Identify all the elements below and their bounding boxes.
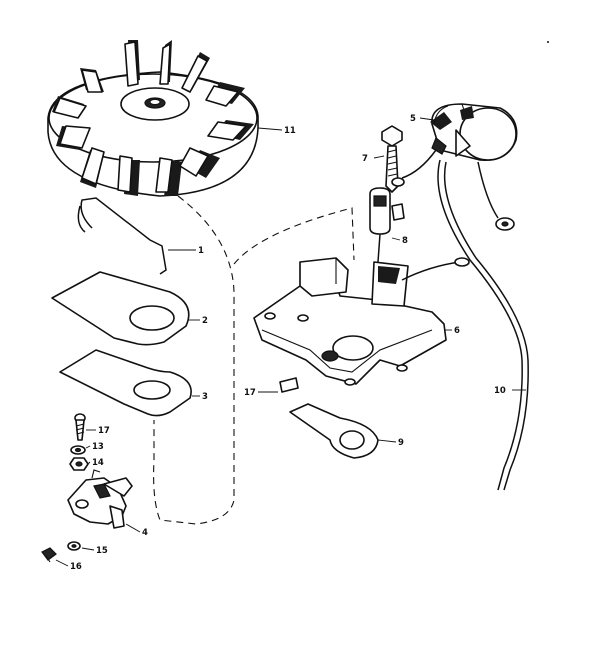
callout-1: 1 <box>198 246 204 256</box>
flywheel <box>47 40 259 197</box>
breaker-points <box>67 469 133 529</box>
plate <box>51 271 190 346</box>
callout-9: 9 <box>398 438 404 448</box>
screw-16 <box>41 547 57 563</box>
callout-13: 13 <box>92 442 104 452</box>
callout-6: 6 <box>454 326 460 336</box>
screw-7 <box>381 125 403 193</box>
insulator-plate <box>59 349 192 417</box>
key <box>279 377 299 393</box>
coil-ground-wire <box>391 149 515 231</box>
callout-7: 7 <box>362 154 368 164</box>
callout-10: 10 <box>494 386 506 396</box>
callout-5: 5 <box>410 114 416 124</box>
ignition-lead <box>437 159 529 491</box>
callout-16: 16 <box>70 562 82 572</box>
callout-2: 2 <box>202 316 208 326</box>
callout-17-right: 17 <box>244 388 256 398</box>
washer <box>70 445 86 455</box>
stator-plate <box>253 257 470 386</box>
cam-retainer <box>289 403 379 459</box>
callout-4: 4 <box>142 528 148 538</box>
callout-8-condenser: 8 <box>402 236 408 246</box>
callout-14: 14 <box>92 458 104 468</box>
assembly-line-left <box>153 195 235 525</box>
screw-left <box>74 413 86 441</box>
callout-17-left: 17 <box>98 426 110 436</box>
nut <box>69 457 89 471</box>
lock-washer <box>67 541 81 551</box>
assembly-line-right <box>233 207 355 265</box>
callout-11: 11 <box>284 126 296 136</box>
callout-3: 3 <box>202 392 208 402</box>
ignition-coil <box>430 103 518 161</box>
condenser <box>369 187 405 263</box>
callout-15: 15 <box>96 546 108 556</box>
spring-clip <box>77 197 167 275</box>
